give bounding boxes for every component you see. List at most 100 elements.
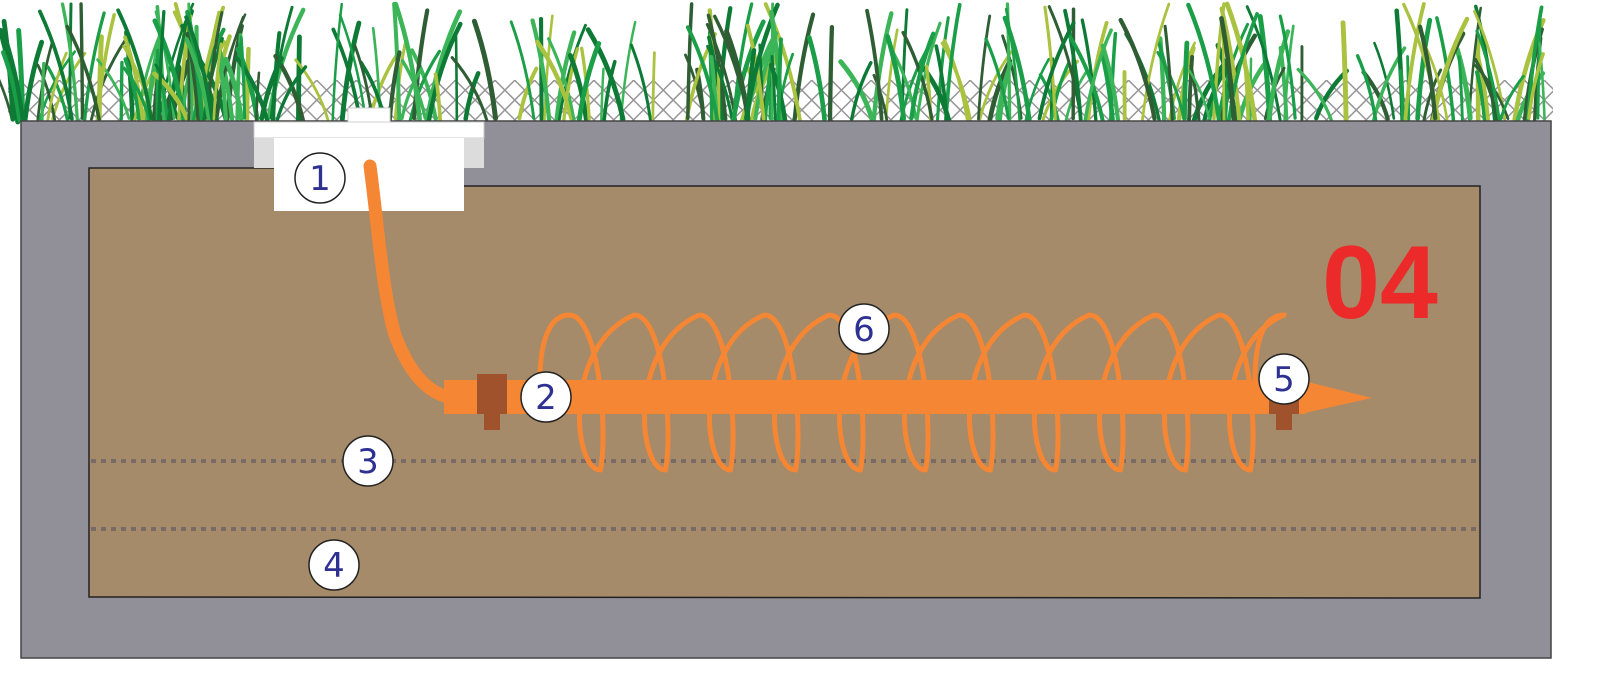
grass-blade — [707, 35, 725, 121]
grass-blade — [119, 60, 124, 121]
grass-blade — [46, 65, 70, 123]
grass-blade — [22, 39, 45, 124]
coiled-wire-icon — [537, 312, 1287, 473]
grass-blade — [1475, 29, 1501, 121]
grass-blade — [1100, 43, 1121, 122]
callout-5: 5 — [1258, 353, 1310, 405]
grass-blade — [1417, 24, 1438, 121]
grass-blade — [426, 21, 463, 122]
grass-blade — [1474, 48, 1491, 123]
grass-blade — [294, 58, 330, 123]
grass-blade — [0, 78, 14, 122]
grass-blade — [576, 41, 602, 124]
grass-blade — [36, 63, 57, 122]
grass-blade — [409, 48, 438, 122]
grass-blade — [65, 24, 102, 124]
grass-blade — [338, 13, 367, 121]
grass-blade — [412, 8, 430, 121]
grass-blade — [157, 10, 166, 124]
callout-5-label: 5 — [1273, 360, 1295, 400]
figure-number: 04 — [1322, 225, 1438, 341]
grass-blade — [629, 43, 653, 123]
grass-blade — [60, 2, 80, 123]
callout-4: 4 — [308, 539, 360, 591]
grass-blade — [408, 49, 441, 122]
grass-blade — [1118, 17, 1157, 121]
grass-blade — [1398, 69, 1406, 124]
grass-blade — [1187, 54, 1195, 122]
grass-blade — [454, 33, 459, 122]
grass-blade — [942, 38, 970, 121]
clamp-left — [477, 374, 507, 430]
grass-blade — [827, 24, 835, 124]
grass-blade — [239, 36, 247, 120]
grass-blade — [1424, 45, 1449, 124]
grass-blade — [223, 56, 244, 122]
grass-blade — [331, 2, 344, 122]
grass-blade — [850, 61, 873, 122]
grass-blade — [218, 62, 229, 121]
grass-blade — [1, 50, 22, 123]
grass-blade — [884, 28, 899, 121]
lead-wire — [363, 159, 462, 405]
grass-blade — [567, 53, 589, 123]
grass-blade — [732, 2, 754, 121]
grass-blade — [530, 18, 552, 124]
grass-blade — [1296, 67, 1334, 123]
grass-blade — [1188, 69, 1211, 120]
grass-blade — [1038, 73, 1060, 123]
grass-blade — [557, 23, 587, 122]
grass-blade — [393, 1, 422, 122]
grass-blade — [89, 38, 128, 121]
grass-blade — [984, 37, 1010, 120]
grass-blade — [1063, 8, 1083, 124]
grass-blade — [471, 18, 499, 121]
grass-blade — [1340, 20, 1349, 124]
grass-blade — [686, 2, 694, 121]
grass-blade — [1422, 68, 1443, 124]
grass-blade — [450, 56, 489, 122]
grass-blade — [977, 14, 992, 121]
callout-2-label: 2 — [535, 378, 557, 418]
grass-blade — [543, 14, 554, 124]
grass-blade — [1163, 24, 1174, 121]
grass-blade — [1278, 14, 1297, 120]
callout-1: 1 — [294, 152, 346, 204]
grass-blade — [1083, 28, 1113, 123]
grass-blade — [806, 35, 827, 122]
grass-blade — [1037, 21, 1076, 121]
grass-blade — [1473, 57, 1500, 124]
grass-blade — [561, 47, 580, 124]
grass-blade — [776, 37, 783, 123]
grass-blade — [934, 44, 949, 123]
grass-icon — [0, 1, 1553, 125]
grass-blade — [234, 55, 270, 122]
grass-blade — [122, 66, 151, 122]
grass-blade — [685, 25, 720, 124]
grass-blade — [40, 61, 46, 121]
grass-blade — [400, 67, 423, 121]
grass-blade — [1283, 24, 1295, 122]
grass-blade — [872, 73, 889, 124]
callout-3: 3 — [342, 435, 394, 487]
callout-1-label: 1 — [309, 159, 331, 199]
grass-blade — [871, 11, 894, 122]
grass-blade — [535, 39, 574, 121]
grass-blade — [1186, 2, 1222, 122]
grass-blade — [745, 48, 757, 124]
grass-blade — [212, 42, 223, 121]
callout-3-label: 3 — [357, 442, 379, 482]
grass-blade — [1498, 74, 1525, 123]
grass-blade — [1049, 61, 1071, 124]
grass-blade — [1403, 2, 1426, 121]
grass-blade — [602, 59, 617, 123]
grass-blade — [184, 15, 215, 121]
grass-blade — [0, 28, 25, 123]
grass-blade — [1181, 40, 1190, 121]
grass-blade — [123, 35, 145, 121]
grass-blade — [123, 57, 142, 121]
grass-blade — [1245, 5, 1282, 122]
grass-blade — [600, 67, 605, 123]
grass-blade — [885, 33, 907, 121]
